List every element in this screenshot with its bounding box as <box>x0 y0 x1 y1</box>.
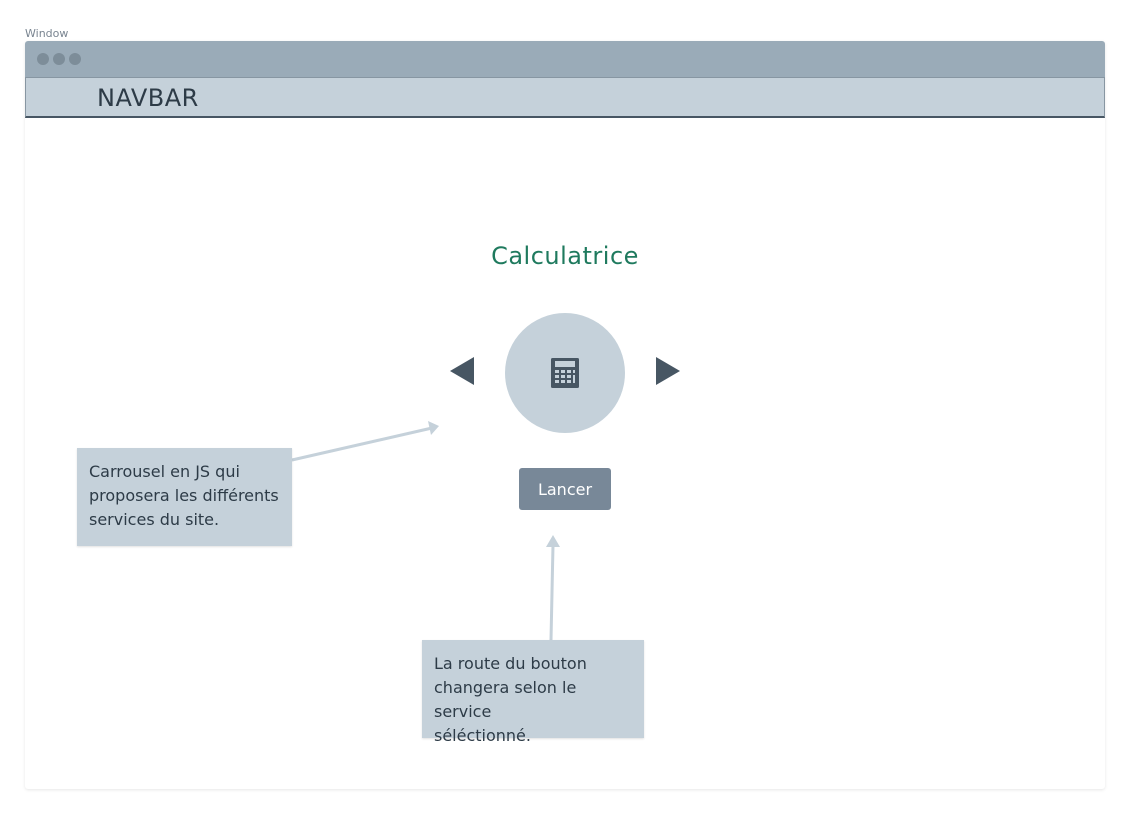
note-line: services du site. <box>89 510 220 529</box>
note-line: La route du bouton <box>434 654 587 673</box>
window-dot-close[interactable] <box>37 53 49 65</box>
note-line: séléctionné. <box>434 726 531 745</box>
window-titlebar <box>25 41 1105 77</box>
carousel-prev-arrow-icon[interactable] <box>450 357 474 385</box>
note-line: changera selon le service <box>434 678 577 721</box>
window-dot-minimize[interactable] <box>53 53 65 65</box>
calculator-icon <box>551 358 579 388</box>
annotation-note-button: La route du bouton changera selon le ser… <box>422 640 644 745</box>
navbar-title: NAVBAR <box>97 84 199 112</box>
carousel-item[interactable] <box>505 313 625 433</box>
note-line: Carrousel en JS qui <box>89 462 240 481</box>
navbar: NAVBAR <box>25 77 1105 118</box>
launch-button[interactable]: Lancer <box>519 468 611 510</box>
window-label: Window <box>25 27 69 40</box>
carousel-next-arrow-icon[interactable] <box>656 357 680 385</box>
service-title: Calculatrice <box>491 242 639 270</box>
window-dot-maximize[interactable] <box>69 53 81 65</box>
annotation-note-carousel: Carrousel en JS qui proposera les différ… <box>77 448 292 546</box>
note-line: proposera les différents <box>89 486 279 505</box>
browser-window: NAVBAR <box>25 41 1105 789</box>
